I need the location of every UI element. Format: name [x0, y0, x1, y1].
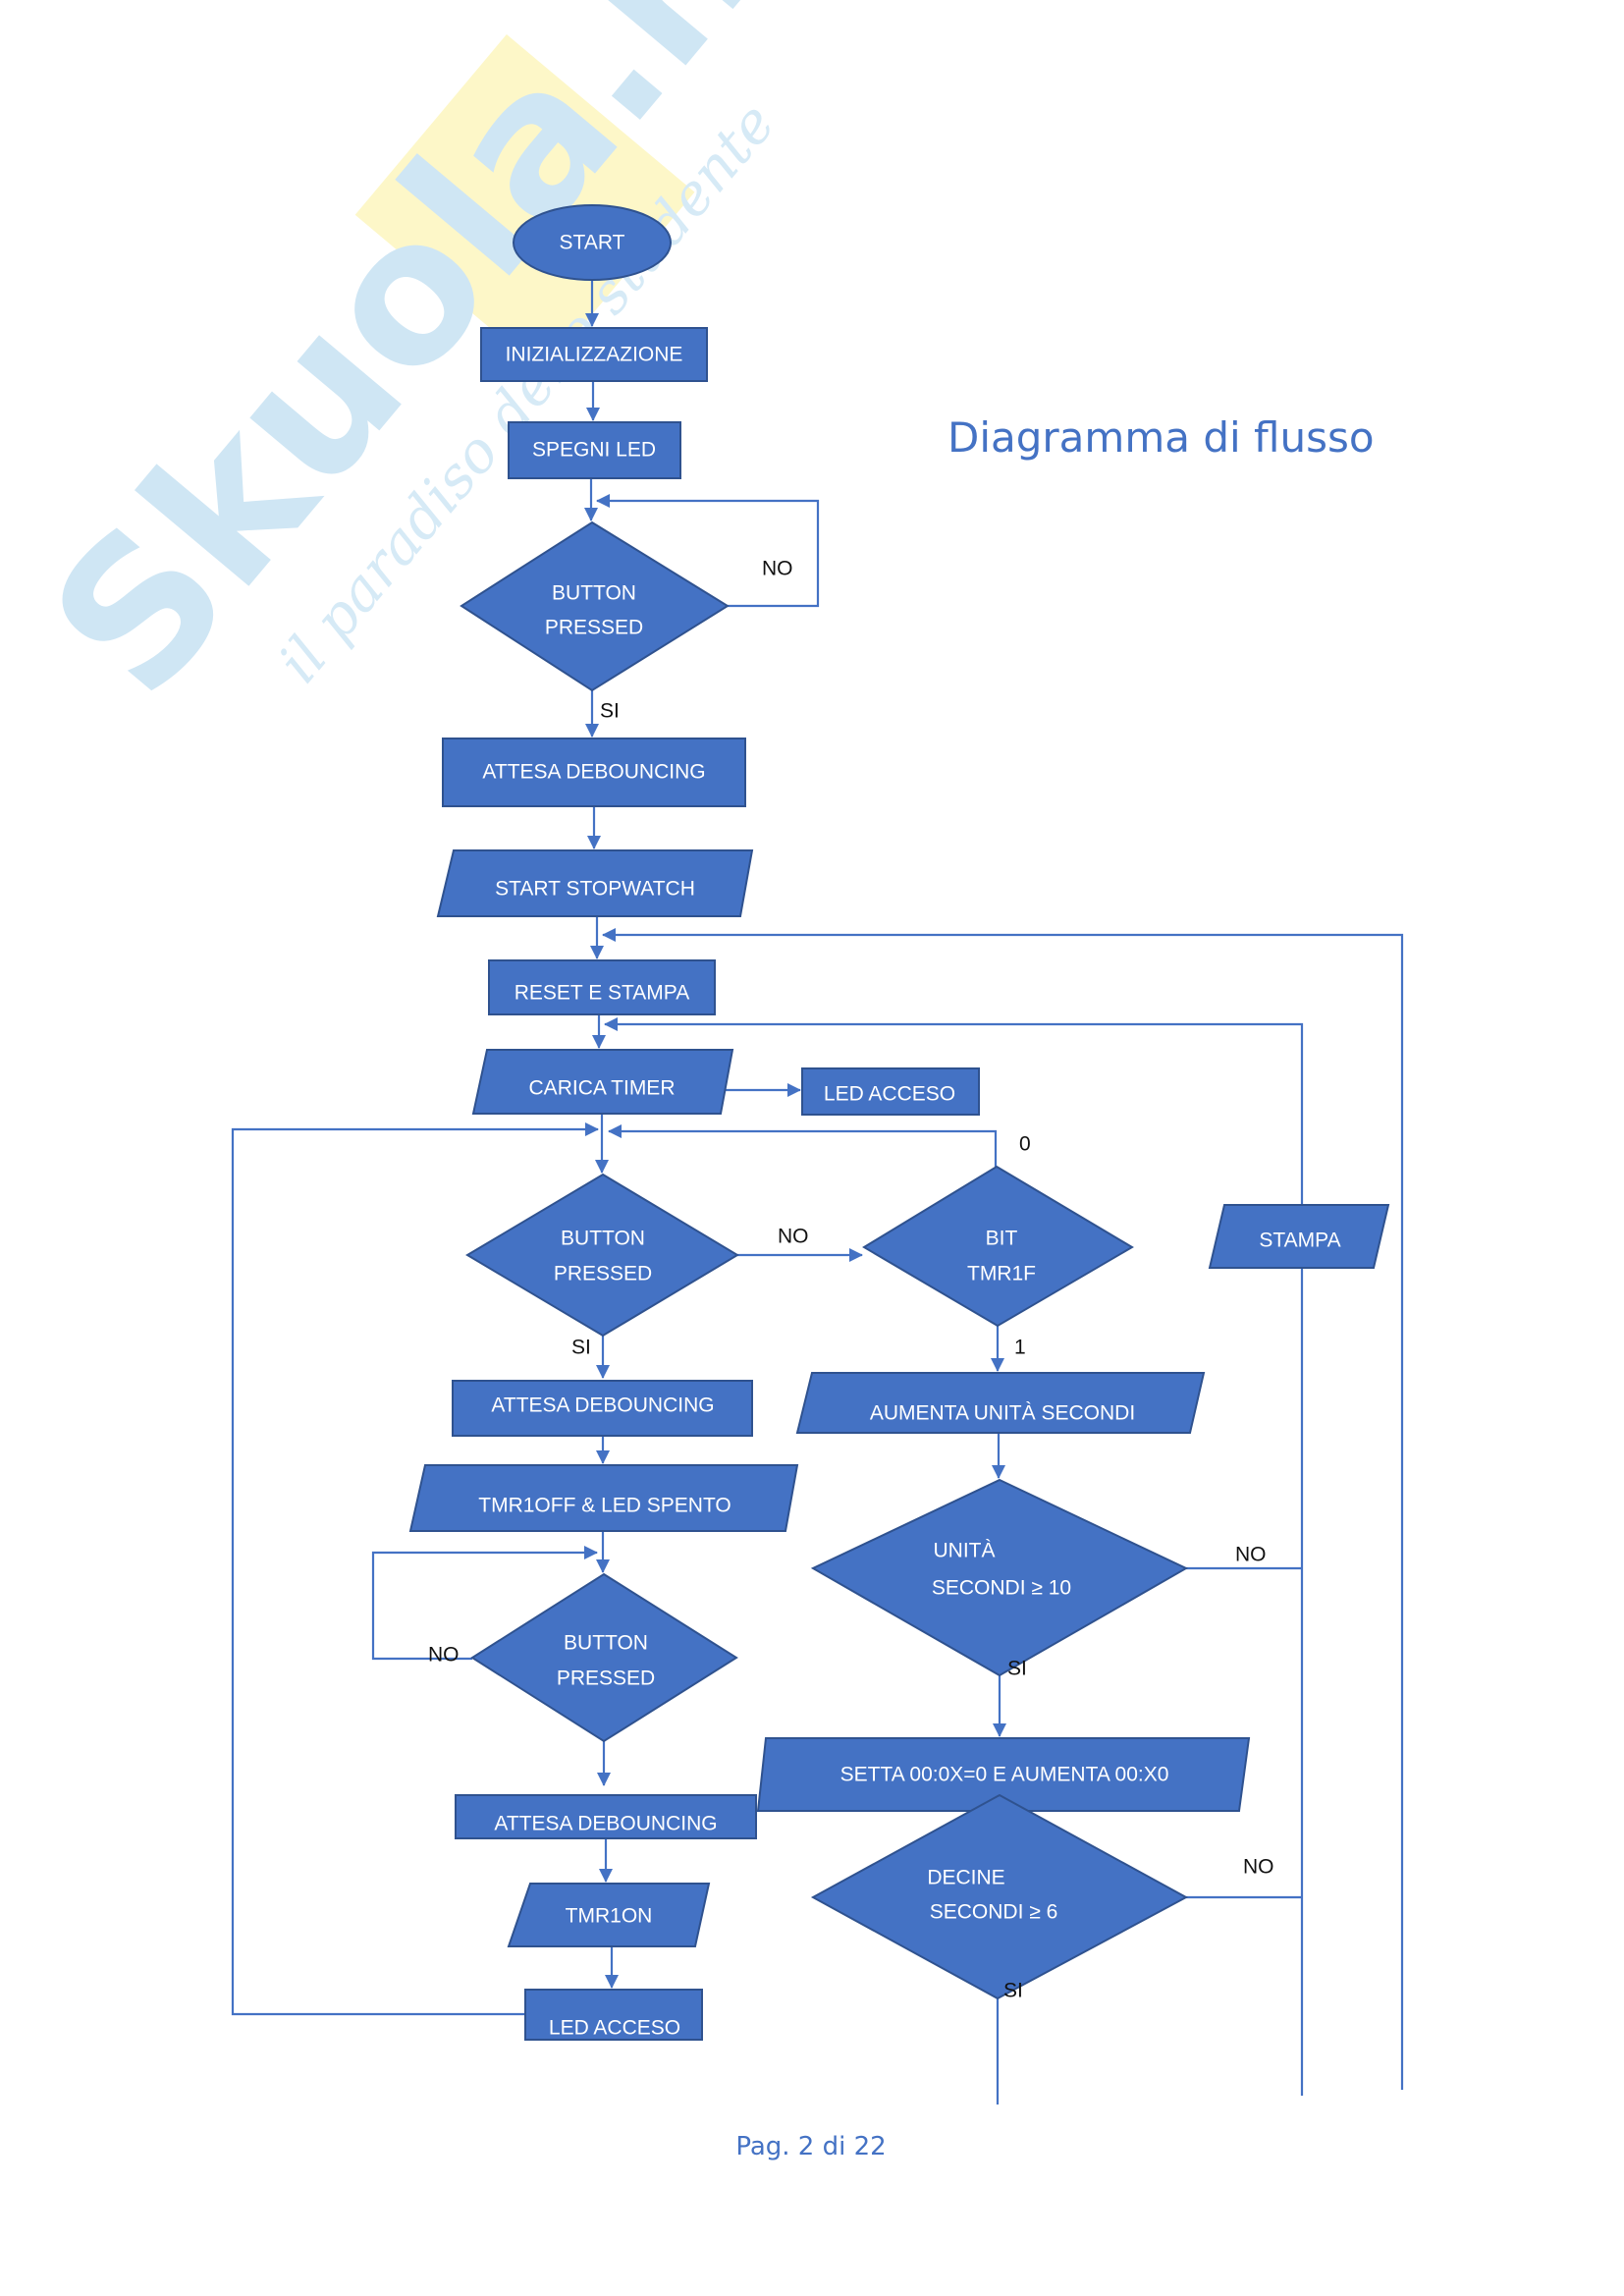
label-unita-line1: UNITÀ — [934, 1540, 996, 1562]
label-stampa: STAMPA — [1259, 1230, 1340, 1252]
connector-bp1-no-loop — [596, 494, 820, 608]
edge-label-bp1-si: SI — [600, 700, 620, 723]
label-init: INIZIALIZZAZIONE — [506, 344, 683, 366]
node-spegni-led — [508, 421, 681, 479]
label-attesa-debouncing-3: ATTESA DEBOUNCING — [494, 1813, 717, 1835]
page-footer: Pag. 2 di 22 — [735, 2132, 886, 2161]
node-stampa — [1208, 1204, 1390, 1269]
node-button-pressed-1 — [460, 520, 730, 692]
label-led-acceso-1: LED ACCESO — [824, 1083, 955, 1106]
label-reset-stampa: RESET E STAMPA — [514, 982, 690, 1005]
edge-label-bp3-no: NO — [428, 1644, 460, 1667]
watermark-yellow-band — [354, 33, 695, 373]
connectors — [231, 280, 1404, 2105]
node-led-acceso-2 — [524, 1989, 703, 2041]
node-carica-timer — [471, 1049, 734, 1115]
label-tmr1on: TMR1ON — [566, 1905, 653, 1928]
node-reset-stampa — [488, 959, 716, 1015]
node-setta — [756, 1737, 1251, 1812]
node-attesa-debouncing-3 — [455, 1794, 757, 1839]
label-bp2-line2: PRESSED — [554, 1263, 652, 1285]
label-carica-timer: CARICA TIMER — [529, 1077, 676, 1100]
node-tmr1off — [408, 1464, 799, 1532]
label-led-acceso-2: LED ACCESO — [549, 2017, 680, 2040]
label-decine-line2: SECONDI ≥ 6 — [930, 1901, 1058, 1924]
label-bp3-line2: PRESSED — [557, 1667, 655, 1690]
node-init — [480, 327, 708, 382]
label-bp3-line1: BUTTON — [564, 1632, 648, 1655]
node-attesa-debouncing-1 — [442, 738, 746, 807]
edge-label-bp2-si: SI — [571, 1337, 591, 1359]
node-aumenta-unita — [795, 1372, 1206, 1434]
node-attesa-debouncing-2 — [452, 1380, 753, 1437]
label-start: START — [560, 232, 625, 254]
connector-tmr1f-0-loop — [608, 1124, 998, 1167]
label-tmr1f-line2: TMR1F — [967, 1263, 1036, 1285]
node-start — [513, 204, 672, 281]
edge-label-tmr1f-0: 0 — [1019, 1133, 1031, 1156]
watermark-brand: Skuola.net — [8, 0, 947, 738]
page-title: Diagramma di flusso — [947, 413, 1375, 462]
edge-label-bp1-no: NO — [762, 558, 793, 580]
connector-bp3-no-loop — [371, 1546, 598, 1661]
edge-label-bp2-no: NO — [778, 1226, 809, 1248]
edge-label-decine-si: SI — [1003, 1980, 1023, 2002]
node-labels: START INIZIALIZZAZIONE SPEGNI LED BUTTON… — [478, 232, 1340, 2040]
label-aumenta-unita: AUMENTA UNITÀ SECONDI — [870, 1402, 1135, 1425]
node-decine-secondi — [810, 1793, 1189, 2000]
node-bit-tmr1f — [862, 1165, 1134, 1328]
shapes — [408, 204, 1390, 2041]
edge-label-tmr1f-1: 1 — [1014, 1337, 1026, 1359]
label-bp2-line1: BUTTON — [561, 1228, 645, 1250]
watermark: Skuola.net il paradiso dello studente — [8, 0, 947, 738]
node-tmr1on — [507, 1883, 711, 1947]
label-setta: SETTA 00:0X=0 E AUMENTA 00:X0 — [840, 1764, 1169, 1786]
node-button-pressed-3 — [470, 1572, 738, 1743]
label-bp1-line2: PRESSED — [545, 617, 643, 639]
label-unita-line2: SECONDI ≥ 10 — [932, 1577, 1071, 1600]
edge-label-unita-si: SI — [1007, 1658, 1027, 1680]
node-led-acceso-1 — [801, 1067, 980, 1116]
connector-outer-loop-reset — [602, 928, 1404, 2090]
label-attesa-debouncing-1: ATTESA DEBOUNCING — [482, 761, 705, 784]
label-attesa-debouncing-2: ATTESA DEBOUNCING — [491, 1394, 714, 1417]
edge-label-decine-no: NO — [1243, 1856, 1274, 1879]
label-tmr1off: TMR1OFF & LED SPENTO — [478, 1495, 731, 1517]
label-start-stopwatch: START STOPWATCH — [495, 878, 695, 901]
edge-labels: NO SI NO SI 0 1 NO SI NO NO SI — [428, 558, 1274, 2002]
node-button-pressed-2 — [465, 1173, 739, 1338]
node-start-stopwatch — [436, 849, 754, 917]
node-unita-secondi — [810, 1478, 1189, 1677]
label-spegni-led: SPEGNI LED — [532, 439, 656, 462]
connector-ledacceso2-loop — [231, 1122, 599, 2016]
label-tmr1f-line1: BIT — [986, 1228, 1018, 1250]
connector-stampa-carica — [604, 1017, 1304, 1205]
label-bp1-line1: BUTTON — [552, 582, 636, 605]
edge-label-unita-no: NO — [1235, 1544, 1267, 1566]
label-decine-line1: DECINE — [927, 1867, 1004, 1889]
